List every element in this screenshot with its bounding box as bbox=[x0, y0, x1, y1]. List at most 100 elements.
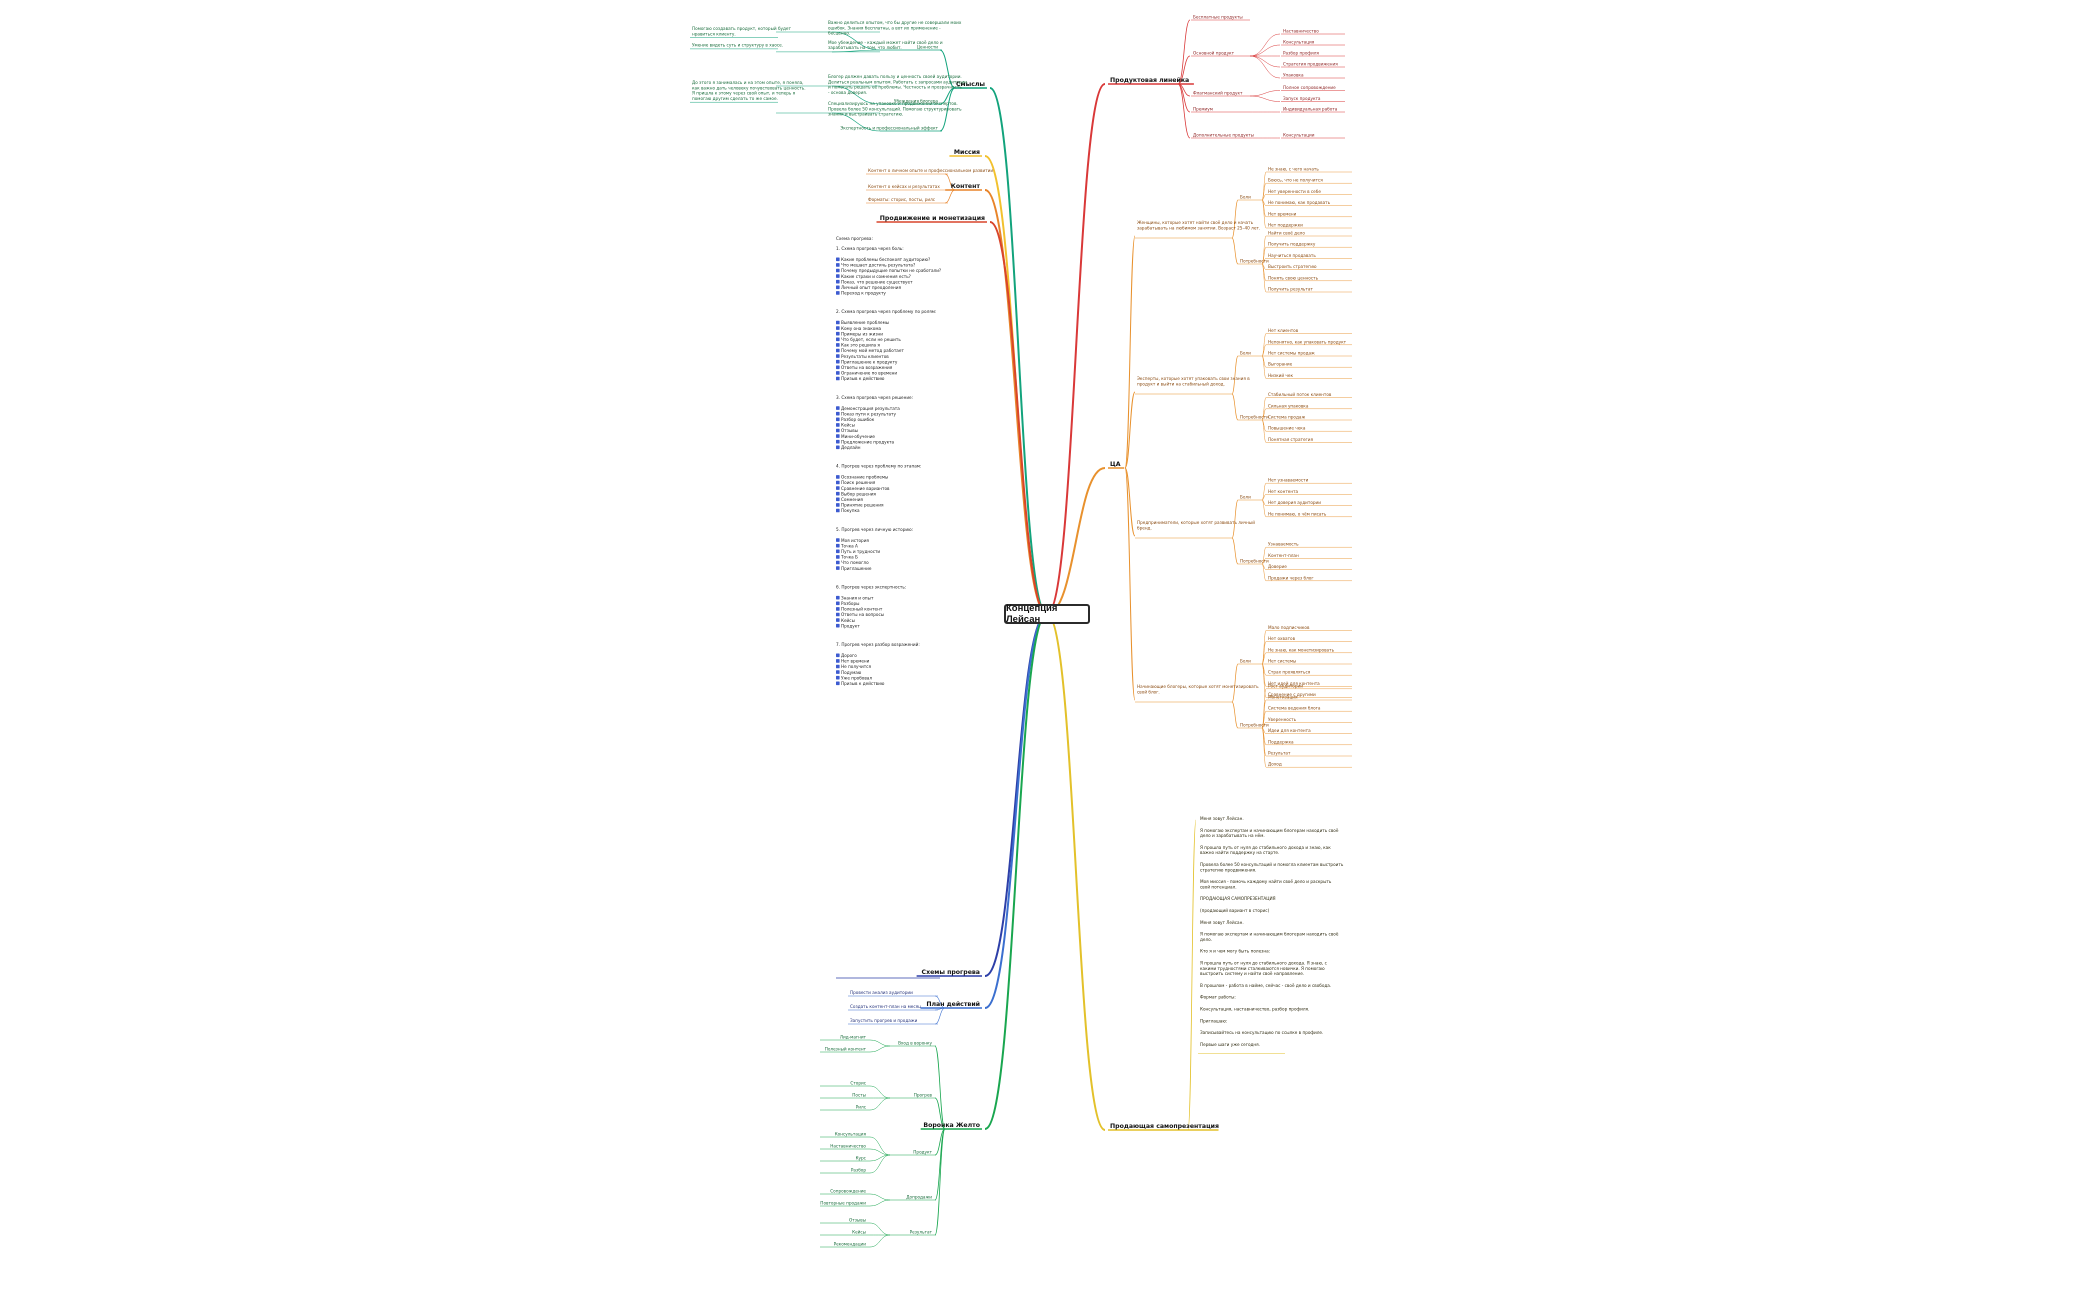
connector bbox=[831, 112, 881, 132]
check-icon bbox=[836, 359, 840, 364]
check-icon bbox=[836, 320, 840, 325]
ca-leaf: Научиться продавать bbox=[1268, 253, 1316, 258]
ca-segment: Женщины, которые хотят найти своё дело и… bbox=[1137, 220, 1260, 230]
samoprezentaciya-text: Моя миссия - помочь каждому найти своё д… bbox=[1200, 879, 1332, 889]
connector bbox=[1231, 393, 1239, 421]
branch-smysly[interactable]: Смыслы bbox=[956, 81, 985, 88]
branch-kontent[interactable]: Контент bbox=[951, 183, 981, 190]
check-icon bbox=[836, 439, 840, 444]
branch-prodvizhenie[interactable]: Продвижение и монетизация bbox=[880, 215, 985, 222]
ca-group[interactable]: Потребности bbox=[1240, 415, 1269, 420]
skhemy-line: Результаты клиентов bbox=[841, 354, 889, 359]
skhemy-line: Дорого bbox=[841, 653, 857, 658]
ca-group[interactable]: Потребности bbox=[1240, 559, 1269, 564]
check-icon bbox=[836, 326, 840, 330]
produktovaya-child[interactable]: Дополнительные продукты bbox=[1193, 133, 1254, 138]
produktovaya-child[interactable]: Основной продукт bbox=[1193, 51, 1235, 56]
smysly-child[interactable]: Ценности bbox=[917, 45, 939, 50]
check-icon bbox=[836, 411, 840, 416]
smysly-child[interactable]: Экспертность и профессиональный эффект bbox=[840, 126, 938, 131]
skhemy-line: Путь и трудности bbox=[841, 549, 880, 554]
ca-leaf: Система ведения блога bbox=[1268, 706, 1321, 711]
connector bbox=[1261, 408, 1267, 421]
skhemy-line: Мини-обучение bbox=[841, 434, 875, 439]
connector bbox=[1261, 558, 1267, 565]
produktovaya-child[interactable]: Премиум bbox=[1193, 107, 1213, 112]
connector bbox=[1124, 467, 1136, 537]
ca-group[interactable]: Боли bbox=[1240, 495, 1251, 500]
ca-group[interactable]: Потребности bbox=[1240, 259, 1269, 264]
skhemy-line: Ответы на вопросы bbox=[841, 612, 884, 617]
ca-leaf: Нет системы bbox=[1268, 659, 1296, 664]
check-icon bbox=[836, 555, 840, 559]
ca-leaf: Нет охватов bbox=[1268, 636, 1296, 641]
voronka-child[interactable]: Продукт bbox=[913, 1150, 932, 1155]
connector bbox=[1249, 90, 1281, 97]
ca-group[interactable]: Потребности bbox=[1240, 723, 1269, 728]
samoprezentaciya-text: (продающий вариант в сторис) bbox=[1200, 908, 1270, 913]
skhemy-line: Показ пути к результату bbox=[841, 411, 896, 416]
ca-leaf: Выгорание bbox=[1268, 362, 1293, 367]
produktovaya-child[interactable]: Флагманский продукт bbox=[1193, 91, 1243, 96]
check-icon bbox=[836, 423, 840, 427]
connector bbox=[989, 221, 1048, 615]
branch-plan[interactable]: План действий bbox=[926, 1000, 980, 1008]
skhemy-line: Выявление проблемы bbox=[841, 320, 889, 325]
ca-leaf: Нет системы продаж bbox=[1268, 351, 1315, 356]
skhemy-line: Личный опыт преодоления bbox=[841, 285, 902, 290]
skhemy-line: Переход к продукту bbox=[841, 291, 886, 296]
samoprezentaciya-text: Кто я и чем могу быть полезна: bbox=[1200, 949, 1270, 954]
kontent-item: Контент о кейсах и результатах bbox=[868, 184, 940, 189]
smysly-note: Помогаю создавать продукт, который будет… bbox=[692, 26, 791, 36]
voronka-child[interactable]: Вход в воронку bbox=[898, 1041, 932, 1046]
voronka-leaf: Наставничество bbox=[830, 1144, 866, 1149]
smysly-note: Умение видеть суть и структуру в хаосе. bbox=[692, 43, 783, 48]
ca-leaf: Рост аудитории bbox=[1268, 683, 1303, 688]
branch-voronka[interactable]: Воронка Желто bbox=[923, 1122, 980, 1129]
branch-produktovaya[interactable]: Продуктовая линейка bbox=[1110, 76, 1189, 84]
skhemy-line: Кому она знакома bbox=[841, 326, 881, 331]
connector bbox=[1261, 494, 1267, 501]
skhemy-line: Примеры из жизни bbox=[841, 331, 883, 336]
skhemy-line: Разбор ошибок bbox=[841, 417, 875, 422]
connector bbox=[984, 189, 1048, 615]
ca-group[interactable]: Боли bbox=[1240, 659, 1251, 664]
skhemy-line: Не получится bbox=[841, 664, 871, 669]
voronka-child[interactable]: Допродажи bbox=[906, 1195, 932, 1200]
skhemy-line: Как это решила я bbox=[841, 343, 880, 348]
ca-leaf: Низкий чек bbox=[1268, 373, 1293, 378]
smysly-leaf: Блогер должен давать пользу и ценность с… bbox=[828, 74, 967, 95]
connector bbox=[1249, 33, 1281, 57]
smysly-child[interactable]: Убеждения блогера bbox=[894, 99, 939, 104]
voronka-child[interactable]: Прогрев bbox=[914, 1093, 933, 1098]
check-icon bbox=[836, 508, 840, 513]
branch-samoprezentaciya[interactable]: Продающая самопрезентация bbox=[1110, 1123, 1219, 1130]
skhemy-block-title: 4. Прогрев через проблему по этапам: bbox=[836, 464, 921, 469]
connector bbox=[934, 1045, 946, 1130]
connector bbox=[1231, 499, 1239, 539]
produktovaya-leaf: Индивидуальная работа bbox=[1283, 107, 1338, 112]
check-icon bbox=[836, 263, 840, 267]
skhemy-line: Приглашение к продукту bbox=[841, 359, 898, 364]
check-icon bbox=[836, 480, 840, 485]
ca-leaf: Идеи для контента bbox=[1268, 728, 1311, 733]
connector bbox=[984, 613, 1048, 1130]
skhemy-line: Что будет, если не решить bbox=[841, 337, 901, 342]
connector bbox=[1249, 44, 1281, 57]
connector bbox=[944, 173, 956, 191]
root-node[interactable]: Концепция Лейсан bbox=[1004, 603, 1090, 625]
skhemy-line: Приглашение bbox=[841, 566, 872, 571]
branch-missiya[interactable]: Миссия bbox=[954, 149, 980, 156]
voronka-child[interactable]: Результат bbox=[910, 1230, 933, 1235]
ca-group[interactable]: Боли bbox=[1240, 195, 1251, 200]
produktovaya-child[interactable]: Бесплатные продукты bbox=[1193, 15, 1243, 20]
produktovaya-leaf: Полное сопровождение bbox=[1283, 85, 1336, 90]
voronka-leaf: Посты bbox=[852, 1093, 866, 1098]
connector bbox=[1231, 701, 1239, 729]
skhemy-line: Продукт bbox=[841, 623, 860, 628]
ca-group[interactable]: Боли bbox=[1240, 351, 1251, 356]
connector bbox=[1261, 199, 1267, 229]
check-icon bbox=[836, 371, 840, 375]
branch-ca[interactable]: ЦА bbox=[1110, 461, 1121, 468]
branch-skhemy[interactable]: Схемы прогрева bbox=[922, 969, 980, 976]
